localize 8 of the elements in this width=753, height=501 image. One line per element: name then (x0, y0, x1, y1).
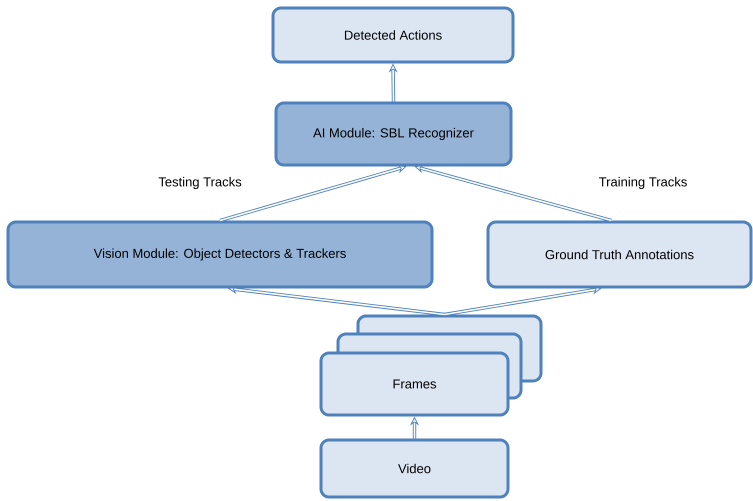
module-box: Vision Module: Object Detectors & Trackers (6, 220, 434, 288)
module-box: AI Module: SBL Recognizer (274, 102, 512, 166)
process-box: Ground Truth Annotations (486, 220, 752, 288)
process-box: Video (320, 438, 510, 498)
edge-label: Training Tracks (598, 176, 688, 190)
edge-label: Testing Tracks (157, 176, 243, 190)
process-box: Detected Actions (272, 6, 514, 64)
process-box: Frames (320, 351, 510, 416)
